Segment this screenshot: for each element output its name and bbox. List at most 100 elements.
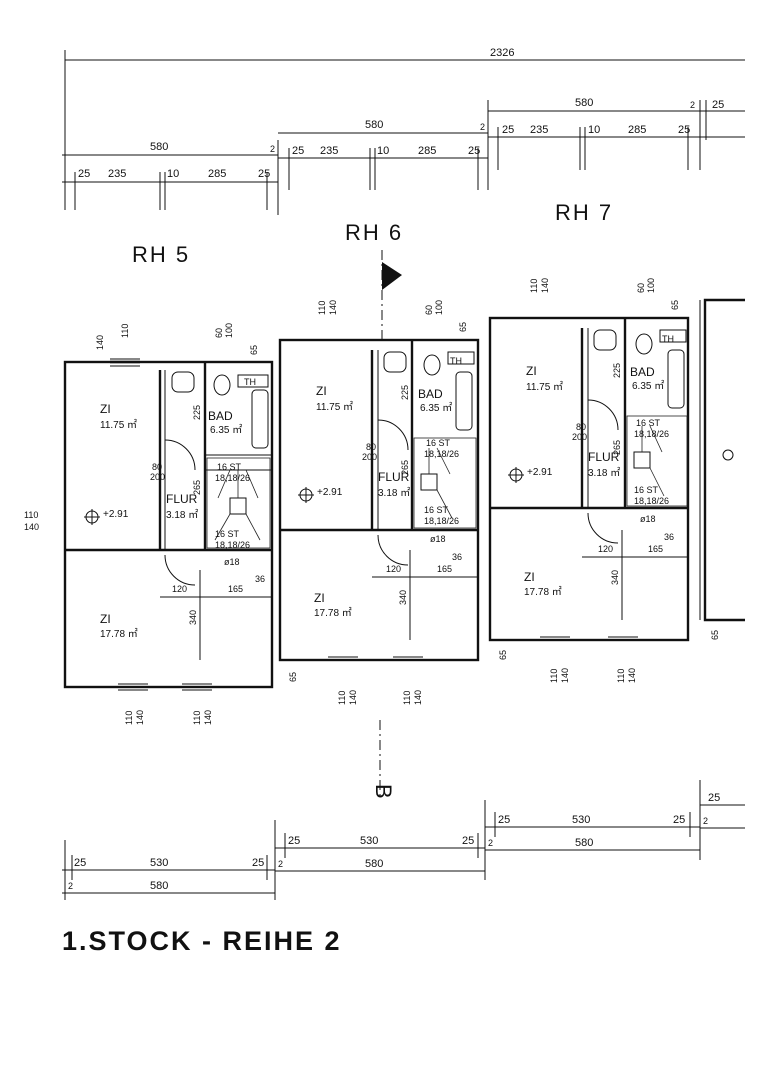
- svg-text:580: 580: [575, 837, 593, 849]
- svg-text:25: 25: [498, 814, 510, 826]
- svg-text:ZI: ZI: [100, 402, 111, 416]
- svg-text:110: 110: [402, 691, 412, 705]
- unit-plan-rh7: ZI 11.75 ㎡ BAD 6.35 ㎡ FLUR 3.18 ㎡ ZI 17.…: [488, 278, 720, 683]
- section-mark-a: [381, 250, 402, 340]
- svg-text:530: 530: [360, 835, 378, 847]
- svg-text:140: 140: [540, 278, 550, 293]
- svg-text:25: 25: [288, 835, 300, 847]
- svg-text:580: 580: [365, 858, 383, 870]
- joint-dim: 2: [270, 144, 275, 154]
- svg-text:+2.91: +2.91: [527, 467, 553, 478]
- svg-text:2: 2: [68, 881, 73, 891]
- svg-text:340: 340: [610, 570, 620, 585]
- svg-text:18,18/26: 18,18/26: [215, 473, 250, 483]
- svg-text:530: 530: [572, 814, 590, 826]
- segment-dim-rh6: 580: [365, 119, 383, 131]
- svg-text:340: 340: [188, 610, 198, 625]
- overall-dimension: 2326: [490, 47, 514, 59]
- svg-text:60: 60: [636, 283, 646, 293]
- svg-text:265: 265: [192, 480, 202, 495]
- svg-text:120: 120: [598, 544, 613, 554]
- svg-text:165: 165: [228, 584, 243, 594]
- svg-text:25: 25: [462, 835, 474, 847]
- svg-text:BAD: BAD: [208, 409, 233, 423]
- svg-text:FLUR: FLUR: [166, 492, 198, 506]
- sub-dim-10: 10: [588, 124, 600, 136]
- svg-text:110: 110: [124, 711, 134, 725]
- svg-text:340: 340: [398, 590, 408, 605]
- svg-text:265: 265: [400, 460, 410, 475]
- svg-text:100: 100: [646, 278, 656, 293]
- svg-text:2: 2: [703, 816, 708, 826]
- svg-text:60: 60: [424, 305, 434, 315]
- svg-text:11.75 ㎡: 11.75 ㎡: [100, 419, 137, 431]
- svg-text:65: 65: [670, 300, 680, 310]
- svg-text:110: 110: [337, 691, 347, 705]
- svg-text:110: 110: [529, 279, 539, 293]
- sub-dim-25c: 25: [712, 99, 724, 111]
- svg-text:16 ST: 16 ST: [426, 438, 451, 448]
- svg-text:18,18/26: 18,18/26: [634, 496, 669, 506]
- svg-text:TH: TH: [450, 356, 462, 366]
- top-dimension-lines: 2326 580 580 580 25 235 10 285 25 2 25 2…: [62, 47, 745, 215]
- segment-dim-rh7: 580: [575, 97, 593, 109]
- svg-text:165: 165: [437, 564, 452, 574]
- segment-dim-rh5: 580: [150, 141, 168, 153]
- svg-text:110: 110: [192, 711, 202, 725]
- svg-text:11.75 ㎡: 11.75 ㎡: [526, 381, 563, 393]
- svg-text:16 ST: 16 ST: [424, 505, 449, 515]
- svg-text:3.18 ㎡: 3.18 ㎡: [166, 509, 198, 521]
- svg-text:BAD: BAD: [418, 387, 443, 401]
- unit-label-rh6: RH 6: [345, 220, 403, 245]
- unit-label-rh5: RH 5: [132, 242, 190, 267]
- section-mark-b: B: [371, 720, 396, 801]
- svg-text:BAD: BAD: [630, 365, 655, 379]
- svg-text:25: 25: [252, 857, 264, 869]
- svg-text:65: 65: [288, 672, 298, 682]
- svg-text:17.78 ㎡: 17.78 ㎡: [314, 607, 352, 619]
- svg-text:25: 25: [74, 857, 86, 869]
- sub-dim-285: 285: [418, 145, 436, 157]
- svg-text:3.18 ㎡: 3.18 ㎡: [588, 467, 620, 479]
- svg-text:17.78 ㎡: 17.78 ㎡: [524, 586, 562, 598]
- svg-text:65: 65: [458, 322, 468, 332]
- svg-text:140: 140: [95, 335, 105, 350]
- sub-dim-25b: 25: [678, 124, 690, 136]
- svg-text:FLUR: FLUR: [378, 470, 410, 484]
- svg-text:65: 65: [710, 630, 720, 640]
- svg-text:80: 80: [366, 442, 376, 452]
- svg-text:140: 140: [135, 710, 145, 725]
- svg-text:B: B: [371, 784, 396, 801]
- svg-text:16 ST: 16 ST: [636, 418, 661, 428]
- svg-text:110: 110: [616, 669, 626, 683]
- unit-plan-rh5: ZI 11.75 ㎡ BAD 6.35 ㎡ FLUR 3.18 ㎡ ZI 17.…: [24, 323, 274, 725]
- sub-dim-235: 235: [530, 124, 548, 136]
- svg-text:225: 225: [192, 405, 202, 420]
- svg-text:110: 110: [549, 669, 559, 683]
- svg-text:TH: TH: [244, 377, 256, 387]
- svg-text:18,18/26: 18,18/26: [424, 449, 459, 459]
- svg-text:6.35 ㎡: 6.35 ㎡: [210, 424, 242, 436]
- svg-text:17.78 ㎡: 17.78 ㎡: [100, 628, 138, 640]
- sub-dim-25b: 25: [258, 168, 270, 180]
- svg-text:100: 100: [434, 300, 444, 315]
- svg-text:140: 140: [203, 710, 213, 725]
- svg-text:36: 36: [452, 552, 462, 562]
- svg-text:18,18/26: 18,18/26: [424, 516, 459, 526]
- svg-text:25: 25: [708, 792, 720, 804]
- svg-text:+2.91: +2.91: [317, 487, 343, 498]
- unit-plan-rh6: ZI 11.75 ㎡ BAD 6.35 ㎡ FLUR 3.18 ㎡ ZI 17.…: [278, 300, 480, 705]
- svg-text:ZI: ZI: [314, 591, 325, 605]
- svg-text:25: 25: [673, 814, 685, 826]
- svg-text:3.18 ㎡: 3.18 ㎡: [378, 487, 410, 499]
- svg-text:ZI: ZI: [100, 612, 111, 626]
- sub-dim-285: 285: [208, 168, 226, 180]
- svg-text:100: 100: [224, 323, 234, 338]
- sub-dim-25: 25: [292, 145, 304, 157]
- svg-text:ZI: ZI: [524, 570, 535, 584]
- svg-text:120: 120: [386, 564, 401, 574]
- unit-label-rh7: RH 7: [555, 200, 613, 225]
- svg-text:110: 110: [24, 510, 38, 520]
- sub-dim-25b: 25: [468, 145, 480, 157]
